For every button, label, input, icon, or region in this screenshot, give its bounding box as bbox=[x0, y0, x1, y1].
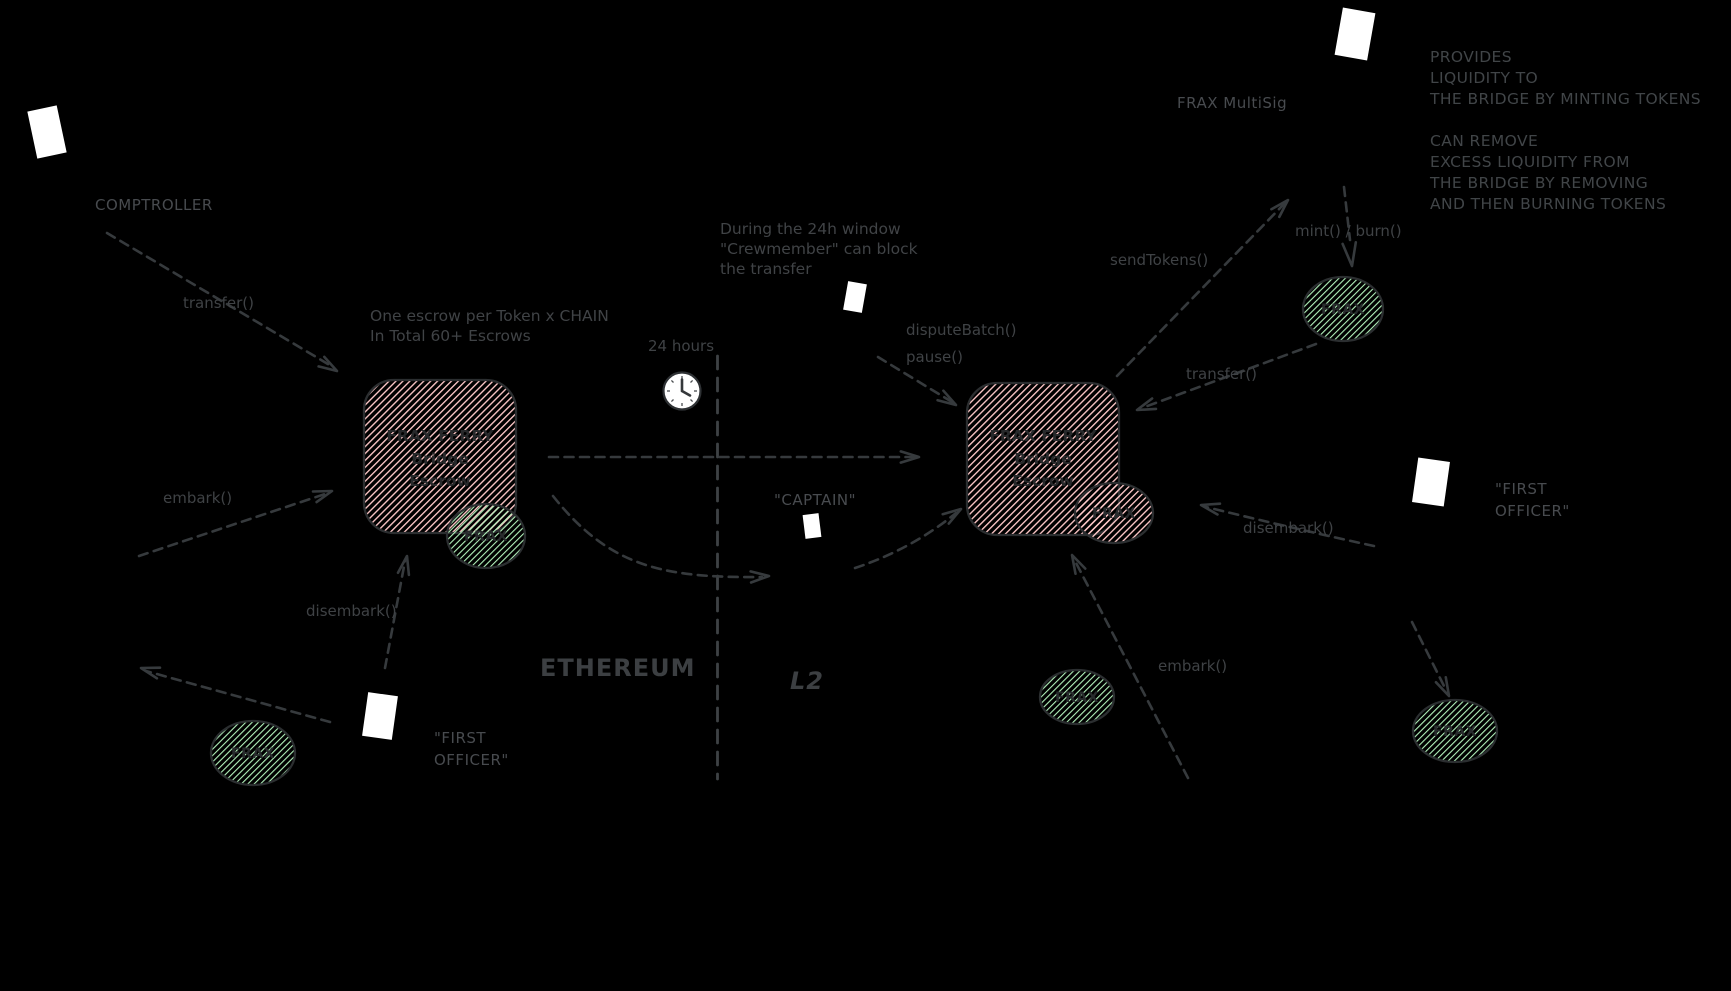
captain-label: "CAPTAIN" bbox=[774, 491, 856, 509]
embark-left-label: embark() bbox=[163, 489, 232, 507]
embark-right-label: embark() bbox=[1158, 657, 1227, 675]
transfer-right-label: transfer() bbox=[1186, 365, 1257, 383]
l2-label: L2 bbox=[790, 667, 824, 695]
comptroller-label: COMPTROLLER bbox=[95, 196, 213, 214]
escrow-count-line1: One escrow per Token x CHAIN bbox=[370, 307, 609, 325]
provides-note-line1: PROVIDES bbox=[1430, 48, 1512, 66]
first-officer-right-line2: OFFICER" bbox=[1495, 502, 1570, 520]
frax-multisig-label: FRAX MultiSig bbox=[1177, 94, 1287, 112]
arrow-transfer-comptroller bbox=[105, 231, 339, 373]
send-tokens-label: sendTokens() bbox=[1110, 251, 1208, 269]
token-frax-multisig: FRAX bbox=[1411, 698, 1499, 764]
escrow-right-line1: FRAX FERRY bbox=[989, 427, 1097, 445]
window-note-line3: the transfer bbox=[720, 260, 812, 278]
arrow-captain-to-escrow bbox=[853, 507, 963, 570]
arrow-send-tokens bbox=[1115, 198, 1290, 378]
remove-note-line4: AND THEN BURNING TOKENS bbox=[1430, 195, 1666, 213]
first-officer-left-line1: "FIRST bbox=[434, 729, 486, 747]
token-frax-user-left: FRAX bbox=[209, 719, 297, 787]
captain-figure bbox=[802, 513, 822, 539]
escrow-right-line2: Bridge bbox=[1014, 450, 1071, 468]
token-frax-l2-top: FRAX bbox=[1301, 275, 1385, 343]
escrow-left-line2: Bridge bbox=[411, 450, 468, 468]
window-note-line1: During the 24h window bbox=[720, 220, 901, 238]
token-frax-l2-bottom: FRAX bbox=[1038, 668, 1116, 726]
arrow-embark-right bbox=[1070, 553, 1190, 780]
remove-note-line2: EXCESS LIQUIDITY FROM bbox=[1430, 153, 1630, 171]
arrow-disembark-right bbox=[1199, 502, 1376, 548]
escrow-count-line2: In Total 60+ Escrows bbox=[370, 327, 531, 345]
token-label: FRAX bbox=[1092, 506, 1136, 522]
token-label: FRAX bbox=[1433, 724, 1477, 740]
token-label: FRAX bbox=[1321, 302, 1365, 318]
remove-note-line1: CAN REMOVE bbox=[1430, 132, 1538, 150]
arrow-embark-left bbox=[137, 489, 334, 558]
multisig-figure bbox=[1334, 7, 1376, 61]
dispute-batch-label: disputeBatch() bbox=[906, 321, 1016, 339]
duration-label: 24 hours bbox=[648, 337, 714, 355]
disembark-left-label: disembark() bbox=[306, 602, 397, 620]
arrow-disembark-left bbox=[383, 554, 411, 670]
arrow-officer-left-out bbox=[139, 666, 332, 724]
token-label: FRAX bbox=[464, 529, 508, 545]
transfer-left-label: transfer() bbox=[183, 294, 254, 312]
provides-note-line3: THE BRIDGE BY MINTING TOKENS bbox=[1429, 90, 1701, 108]
escrow-left-line1: FRAX FERRY bbox=[386, 427, 494, 445]
first-officer-left-line2: OFFICER" bbox=[434, 751, 509, 769]
first-officer-left-figure bbox=[362, 692, 398, 740]
disembark-right-label: disembark() bbox=[1243, 519, 1334, 537]
token-label: FRAX bbox=[231, 746, 275, 762]
mint-burn-label: mint() / burn() bbox=[1295, 222, 1402, 240]
provides-note-line2: LIQUIDITY TO bbox=[1430, 69, 1538, 87]
arrow-mint-burn bbox=[1341, 185, 1358, 268]
arrow-dispute-pause bbox=[876, 355, 958, 407]
pause-label: pause() bbox=[906, 348, 963, 366]
first-officer-right-figure bbox=[1412, 457, 1450, 507]
escrow-right-line3: Escrow bbox=[1012, 472, 1074, 490]
arrow-bridge-transfer bbox=[547, 450, 921, 464]
escrow-box-left: FRAX FERRY Bridge Escrow bbox=[362, 378, 518, 535]
token-frax-escrow-right: FRAX bbox=[1073, 481, 1155, 545]
clock-icon bbox=[662, 371, 702, 411]
first-officer-right-line1: "FIRST bbox=[1495, 480, 1547, 498]
token-label: FRAX bbox=[1055, 690, 1099, 706]
ethereum-label: ETHEREUM bbox=[540, 654, 696, 682]
escrow-left-line3: Escrow bbox=[409, 472, 471, 490]
arrow-multisig-to-frax bbox=[1410, 620, 1451, 698]
arrow-escrow-to-captain bbox=[551, 494, 771, 584]
arrow-transfer-right bbox=[1135, 342, 1318, 412]
token-frax-escrow-left: FRAX bbox=[445, 502, 527, 570]
comptroller-figure bbox=[27, 105, 67, 159]
remove-note-line3: THE BRIDGE BY REMOVING bbox=[1429, 174, 1648, 192]
window-note-line2: "Crewmember" can block bbox=[720, 240, 918, 258]
crewmember-figure bbox=[843, 281, 867, 313]
